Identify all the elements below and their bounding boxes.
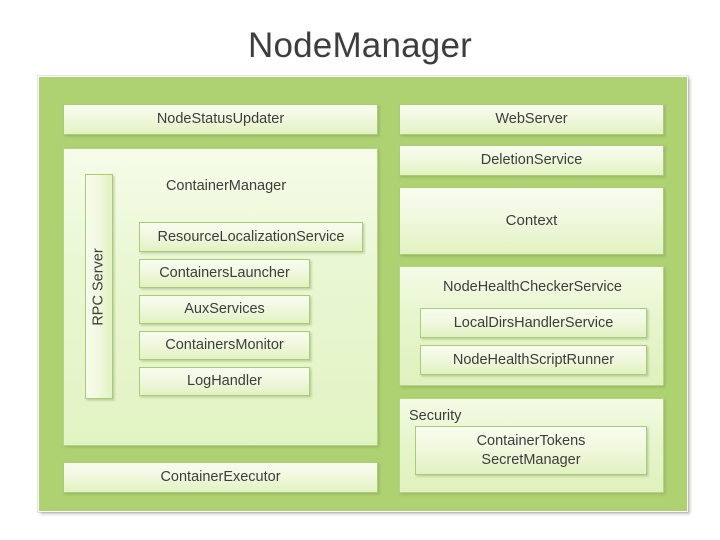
panel-node-health-checker-service: NodeHealthCheckerService LocalDirsHandle… bbox=[399, 266, 664, 386]
component-deletion-service[interactable]: DeletionService bbox=[399, 145, 664, 176]
nodemanager-container: NodeStatusUpdater ContainerManager RPC S… bbox=[38, 76, 688, 512]
container-tokens-line-1: ContainerTokens bbox=[476, 432, 586, 449]
panel-title-security: Security bbox=[409, 408, 462, 424]
component-container-tokens-secret-manager[interactable]: ContainerTokens SecretManager bbox=[415, 426, 647, 475]
component-log-handler[interactable]: LogHandler bbox=[139, 367, 310, 396]
component-resource-localization-service[interactable]: ResourceLocalizationService bbox=[139, 222, 363, 252]
rpc-server-label: RPC Server bbox=[90, 247, 107, 326]
component-rpc-server[interactable]: RPC Server bbox=[85, 174, 113, 399]
component-web-server[interactable]: WebServer bbox=[399, 104, 664, 135]
panel-container-manager: ContainerManager RPC Server ResourceLoca… bbox=[63, 148, 378, 446]
component-aux-services[interactable]: AuxServices bbox=[139, 295, 310, 324]
component-context[interactable]: Context bbox=[399, 187, 664, 255]
component-containers-monitor[interactable]: ContainersMonitor bbox=[139, 331, 310, 360]
container-tokens-line-2: SecretManager bbox=[481, 451, 581, 468]
component-local-dirs-handler-service[interactable]: LocalDirsHandlerService bbox=[420, 308, 647, 338]
component-node-status-updater[interactable]: NodeStatusUpdater bbox=[63, 104, 378, 135]
panel-security: Security ContainerTokens SecretManager bbox=[399, 398, 664, 493]
component-container-executor[interactable]: ContainerExecutor bbox=[63, 462, 378, 493]
panel-title-node-health-checker-service: NodeHealthCheckerService bbox=[443, 279, 622, 295]
page-title: NodeManager bbox=[247, 26, 472, 65]
component-node-health-script-runner[interactable]: NodeHealthScriptRunner bbox=[420, 345, 647, 375]
panel-title-container-manager: ContainerManager bbox=[165, 178, 287, 194]
component-containers-launcher[interactable]: ContainersLauncher bbox=[139, 259, 310, 288]
